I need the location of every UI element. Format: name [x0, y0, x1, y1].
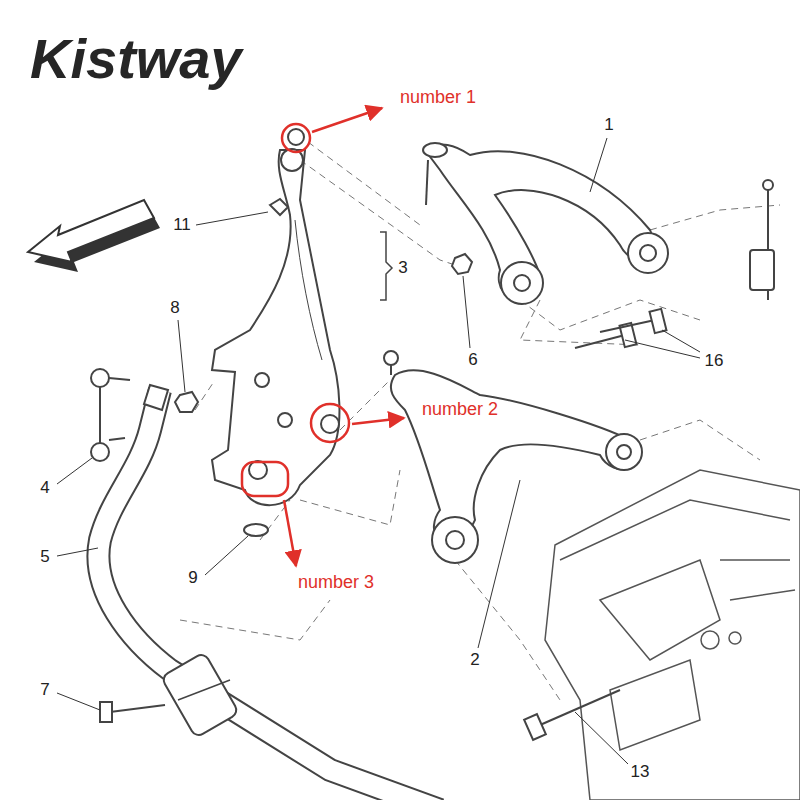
callout-number: 6 [466, 351, 479, 370]
bolt [100, 702, 165, 722]
callout-number: 9 [186, 569, 199, 588]
callout-number: 13 [629, 763, 652, 782]
subframe [545, 470, 800, 800]
washer-nut [244, 524, 268, 536]
wheel-sensor [750, 180, 774, 300]
callout-number: 5 [38, 548, 51, 567]
callout-number: 2 [468, 651, 481, 670]
callout-note: number 2 [420, 400, 500, 420]
highlight-ring [242, 124, 349, 496]
callout-number: 4 [38, 479, 51, 498]
callout-number: 11 [171, 216, 193, 235]
callout-number: 3 [396, 259, 409, 278]
upper-control-arm [423, 143, 668, 304]
pointer-arrow [284, 108, 404, 566]
leader-line [57, 138, 700, 764]
callout-number: 16 [703, 352, 726, 371]
stabilizer-link [91, 369, 130, 461]
assembly-line [180, 142, 780, 700]
callout-number: 7 [38, 681, 51, 700]
brand-logo: Kistway [28, 28, 244, 90]
callout-number: 8 [168, 299, 181, 318]
callout-note: number 3 [296, 573, 376, 593]
bolt [524, 690, 620, 740]
nut [452, 254, 472, 274]
direction-arrow [28, 200, 160, 272]
bolt [575, 309, 666, 348]
callout-number: 1 [602, 116, 615, 135]
stabilizer-bar [98, 385, 440, 800]
nut [175, 392, 198, 412]
callout-note: number 1 [398, 88, 478, 108]
steering-knuckle [212, 129, 339, 505]
group-bracket [380, 232, 392, 300]
